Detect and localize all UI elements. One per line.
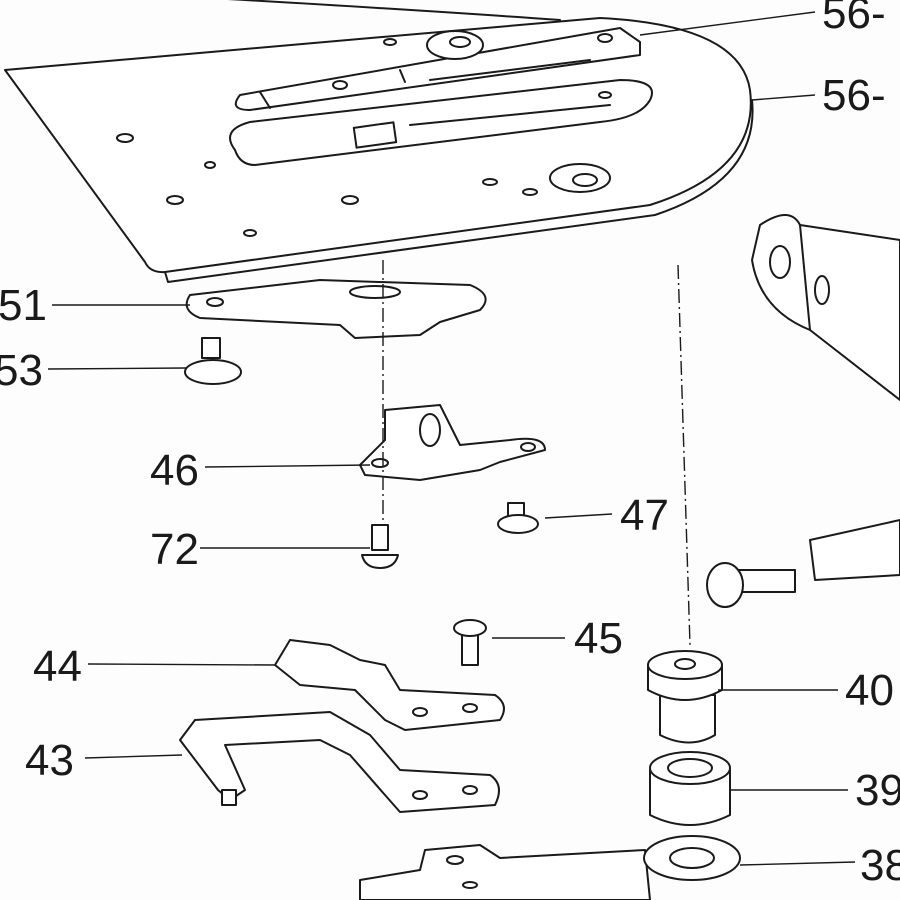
callout-47: 47: [620, 491, 669, 540]
needle-plate: [4, 0, 754, 283]
callout-40: 40: [845, 666, 894, 715]
arm-right: [751, 214, 900, 581]
part-51-plate: [185, 279, 487, 339]
part-44-lever: [274, 639, 505, 731]
part-39-bushing: [649, 751, 731, 826]
part-43-lever: [179, 711, 500, 813]
callout-56-top: 56-: [822, 0, 886, 38]
callout-72: 72: [150, 525, 199, 574]
callout-53: 53: [0, 346, 43, 395]
part-53-screw: [184, 337, 242, 385]
callout-45: 45: [574, 614, 623, 663]
part-40-bushing: [647, 650, 723, 744]
part-72-screw: [361, 524, 399, 569]
callout-46: 46: [150, 446, 199, 495]
part-38-arm: [359, 835, 741, 900]
screw-right: [706, 562, 796, 608]
callout-43: 43: [25, 736, 74, 785]
callout-39: 39: [855, 766, 900, 815]
callout-38: 38: [860, 841, 900, 890]
leader-lines: [47, 11, 856, 866]
callout-56: 56-: [822, 71, 886, 120]
part-45-screw: [453, 619, 487, 666]
centerline-2: [677, 264, 691, 646]
part-47-screw: [497, 502, 539, 534]
part-46-bracket: [359, 404, 546, 481]
callout-44: 44: [33, 642, 82, 691]
callout-51: 51: [0, 281, 47, 330]
